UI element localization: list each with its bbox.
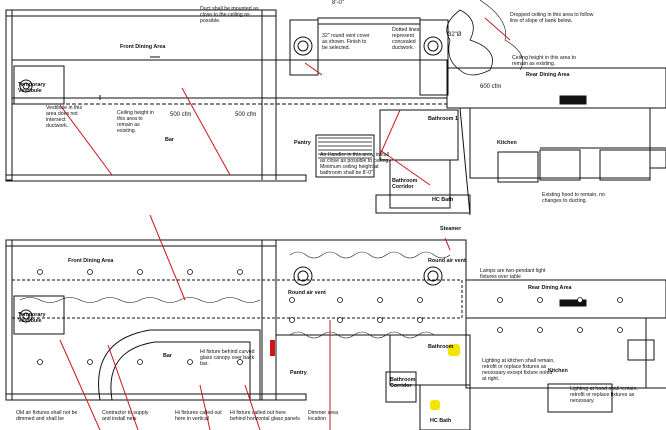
note-existing-hood: Existing hood to remain, no changes to d… (542, 192, 605, 204)
bottom-bathroom-label: Bathroom (428, 344, 454, 350)
note-dimmer: Dimmer area location (308, 410, 338, 422)
bottom-rear-dining-label: Rear Dining Area (528, 285, 572, 291)
top-vestibule-box (13, 65, 65, 105)
bottom-pantry-label: Pantry (290, 370, 307, 376)
bottom-hc-bath-label: HC Bath (430, 418, 452, 424)
note-contractor: Contractor to supply and install new (102, 410, 149, 422)
note-ceiling-height-bar: Ceiling height in this area to remain as… (117, 110, 154, 134)
bottom-bathroom-corridor-label: Bathroom Corridor (390, 377, 416, 389)
round-vent-label-1: Round air vent (288, 290, 326, 296)
note-old-fixtures: Old air fixtures shall not be dimmed and… (16, 410, 78, 422)
bottom-vestibule-label: Temporary Vestibule (18, 312, 46, 324)
note-hi-fixture-arch: Hi fixtures called out here in vertical (175, 410, 222, 422)
top-hc-bath-label: HC Bath (432, 197, 454, 203)
top-bathroom1-label: Bathroom 1 (428, 116, 458, 122)
note-dotted-lines: Dotted lines represent concealed ductwor… (392, 27, 420, 51)
note-air-handler: Air Handler in this area, install as clo… (320, 152, 390, 176)
round-vent-label-2: Round air vent (428, 258, 466, 264)
top-kitchen-label: Kitchen (497, 140, 517, 146)
top-bathroom-corridor-label: Bathroom Corridor (392, 178, 418, 190)
note-kitchen-lighting2: Lighting at hood shall remain, retrofit … (570, 386, 638, 404)
top-vestibule-label: Temporary Vestibule (18, 82, 46, 94)
top-flow3: 600 cfm (480, 84, 502, 90)
top-rear-dining-label: Rear Dining Area (526, 72, 570, 78)
top-main-duct (11, 59, 448, 99)
top-front-dining-label: Front Dining Area (120, 44, 166, 50)
note-dropped-ceiling: Dropped ceiling in this area to follow l… (510, 12, 594, 24)
bottom-bar-label: Bar (163, 353, 172, 359)
top-flow2: 500 cfm (235, 112, 257, 118)
top-pantry-label: Pantry (294, 140, 311, 146)
note-kitchen-lighting: Lighting at kitchen shall remain, retrof… (482, 358, 555, 382)
note-vestibule: Vestibule in this area does not intersec… (46, 105, 83, 129)
note-round-vent: 32" round vent cover as shown. Finish to… (322, 33, 370, 51)
note-duct-shell: Duct shall be mounted as close to the ce… (200, 6, 259, 24)
note-hi-fixture-behind: Hi fixture called out here behind horizo… (230, 410, 300, 422)
top-flow1: 500 cfm (170, 112, 192, 118)
top-cut-dim: 8'-0" (332, 0, 344, 6)
top-bottom-wall (5, 174, 307, 182)
top-duct-label: 32"Ø (448, 32, 462, 38)
note-ceiling-height-rear: Ceiling height in this area to remain as… (512, 55, 577, 67)
bottom-front-dining-label: Front Dining Area (68, 258, 114, 264)
steamer-label: Steamer (440, 226, 462, 232)
bottom-kitchen-label: Kitchen (548, 368, 568, 374)
top-left-wall (5, 9, 13, 181)
top-bar-label: Bar (165, 137, 174, 143)
note-pendant: Lamps are two-pendant light fixtures ove… (480, 268, 546, 280)
note-hi-fixture-bar: Hi fixture behind curved glass canopy ov… (200, 349, 255, 367)
